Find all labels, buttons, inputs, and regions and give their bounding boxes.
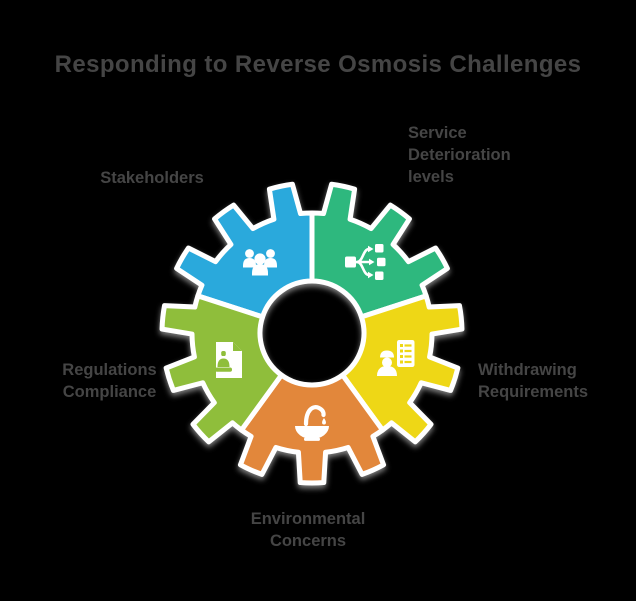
distribution-icon (345, 244, 386, 280)
faucet-icon (295, 405, 329, 441)
label-line: Compliance (62, 383, 157, 401)
page-title: Responding to Reverse Osmosis Challenges (54, 51, 582, 78)
label-withdrawing-requirements: Withdrawing Requirements (478, 359, 588, 403)
label-line: Concerns (269, 532, 347, 550)
label-line: Stakeholders (100, 169, 204, 187)
stamped-document-icon (215, 342, 242, 378)
label-stakeholders: Stakeholders (72, 167, 232, 189)
label-line: Requirements (478, 383, 589, 401)
checklist-rows (400, 344, 412, 364)
label-line: Service (408, 124, 467, 142)
label-service-deterioration-levels: Service Deterioration levels (408, 122, 511, 188)
label-line: Deterioration (408, 146, 511, 164)
gear-segment-withdrawing-requirements (340, 293, 465, 445)
label-line: Regulations (62, 361, 157, 379)
worker-checklist-icon (377, 340, 415, 376)
gear-segment-stakeholders (174, 181, 315, 320)
label-line: Environmental (250, 510, 366, 528)
people-group-icon (243, 249, 277, 276)
label-line: levels (408, 168, 454, 186)
label-regulations-compliance: Regulations Compliance (27, 359, 192, 403)
label-environmental-concerns: Environmental Concerns (227, 508, 389, 552)
stamp-shape (215, 351, 232, 372)
label-line: Withdrawing (478, 361, 577, 379)
